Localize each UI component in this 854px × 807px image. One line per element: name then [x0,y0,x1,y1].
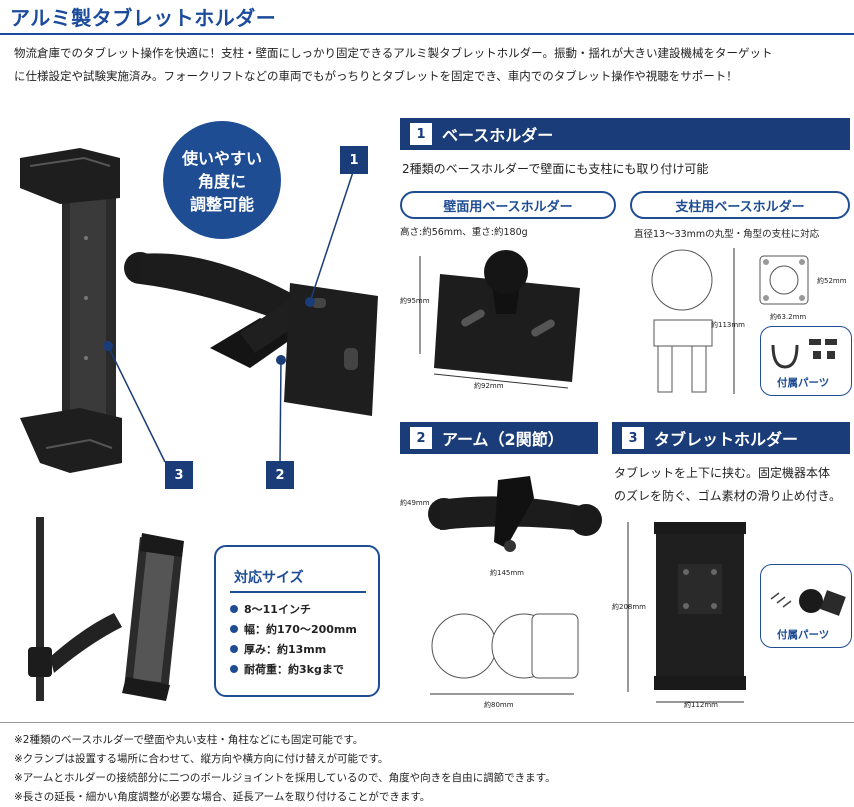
wall-base-spec: 高さ:約56mm、重さ:約180g [400,227,528,238]
callout-3: 3 [165,461,193,489]
section-arm-header: 2 アーム（2関節） [400,422,598,454]
holder-description: タブレットを上下に挟む。固定機器本体 のズレを防ぐ、ゴム素材の滑り止め付き。 [614,462,841,508]
base-parts-image [771,339,837,369]
wall-base-image [419,250,580,389]
main-product-image [20,148,378,473]
tablet-holder-image [627,522,746,703]
intro-line-1: 物流倉庫でのタブレット操作を快適に！支柱・壁面にしっかり固定できるアルミ製タブレ… [14,46,773,60]
pole-base-dim-sq-w: 約63.2mm [770,313,807,321]
intro-text: 物流倉庫でのタブレット操作を快適に！支柱・壁面にしっかり固定できるアルミ製タブレ… [14,42,844,88]
section-number: 2 [410,427,432,449]
pole-base-top-view [759,255,809,305]
arm-image [428,476,602,552]
spec-title: 対応サイズ [234,570,304,586]
section-number: 3 [622,427,644,449]
adjustable-angle-badge: 使いやすい 角度に 調整可能 [163,121,281,239]
spec-item: 幅：約170～200mm [230,621,357,637]
spec-item: 耐荷重：約3kgまで [230,661,344,677]
spec-item-text: 耐荷重：約3kgまで [244,663,344,676]
section-title: ベースホルダー [442,126,554,145]
holder-parts-label: 付属パーツ [777,629,830,641]
intro-line-2: に仕様設定や試験実施済み。フォークリフトなどの車両でもがっちりとタブレットを固定… [14,69,738,83]
badge-line-3: 調整可能 [189,194,254,214]
spec-item-text: 幅：約170～200mm [244,623,357,636]
wall-base-dim-h: 約95mm [400,297,430,305]
arm-dim-w: 約145mm [490,569,524,577]
bullet-icon [230,605,238,613]
pole-base-dim-sq-h: 約52mm [817,277,847,285]
spec-item: 厚み：約13mm [230,641,326,657]
badge-line-2: 角度に [197,171,246,191]
arm-top-view [430,613,579,695]
bullet-icon [230,625,238,633]
section-title: アーム（2関節） [442,430,564,449]
callout-2: 2 [266,461,294,489]
base-parts-label: 付属パーツ [777,377,830,389]
wall-base-dim-w: 約92mm [474,382,504,390]
pole-base-pill: 支柱用ベースホルダー [630,191,850,219]
notes-divider [0,722,854,723]
holder-parts-image [770,589,846,616]
holder-parts-box: 付属パーツ [760,564,852,648]
notes: ※2種類のベースホルダーで壁面や丸い支柱・角柱などにも固定可能です。 ※クランプ… [14,731,556,807]
bullet-icon [230,645,238,653]
section-base-header: 1 ベースホルダー [400,118,850,150]
holder-desc-line-1: タブレットを上下に挟む。固定機器本体 [614,466,831,480]
spec-item: 8～11インチ [230,601,311,617]
title-divider [0,33,854,35]
pole-base-image [651,248,735,394]
base-parts-box: 付属パーツ [760,326,852,396]
bullet-icon [230,665,238,673]
pole-base-dim-h: 約113mm [711,321,745,329]
section-number: 1 [410,123,432,145]
wall-base-pill: 壁面用ベースホルダー [400,191,616,219]
badge-line-1: 使いやすい [181,148,262,168]
page-title: アルミ製タブレットホルダー [10,6,277,30]
arm-dim-h: 約49mm [400,499,430,507]
note-item: ※アームとホルダーの接続部分に二つのボールジョイントを採用しているので、角度や向… [14,772,556,784]
note-item: ※クランプは設置する場所に合わせて、縦方向や横方向に付け替えが可能です。 [14,753,389,765]
section-title: タブレットホルダー [654,430,799,449]
pole-base-spec: 直径13～33mmの丸型・角型の支柱に対応 [634,229,820,240]
section-holder-header: 3 タブレットホルダー [612,422,850,454]
spec-divider [230,591,366,593]
arm-dim-w2: 約80mm [484,701,514,709]
installed-example-image [14,517,204,701]
callout-lines [103,171,354,463]
spec-item-text: 8～11インチ [244,603,311,616]
holder-desc-line-2: のズレを防ぐ、ゴム素材の滑り止め付き。 [614,489,842,503]
spec-item-text: 厚み：約13mm [244,643,327,656]
spec-box: 対応サイズ 8～11インチ 幅：約170～200mm 厚み：約13mm 耐荷重：… [214,545,380,697]
note-item: ※長さの延長・細かい角度調整が必要な場合、延長アームを取り付けることができます。 [14,791,431,803]
note-item: ※2種類のベースホルダーで壁面や丸い支柱・角柱などにも固定可能です。 [14,734,364,746]
holder-dim-w: 約112mm [684,701,718,709]
base-description: 2種類のベースホルダーで壁面にも支柱にも取り付け可能 [402,162,709,176]
holder-dim-h: 約208mm [612,603,646,611]
callout-1: 1 [340,146,368,174]
